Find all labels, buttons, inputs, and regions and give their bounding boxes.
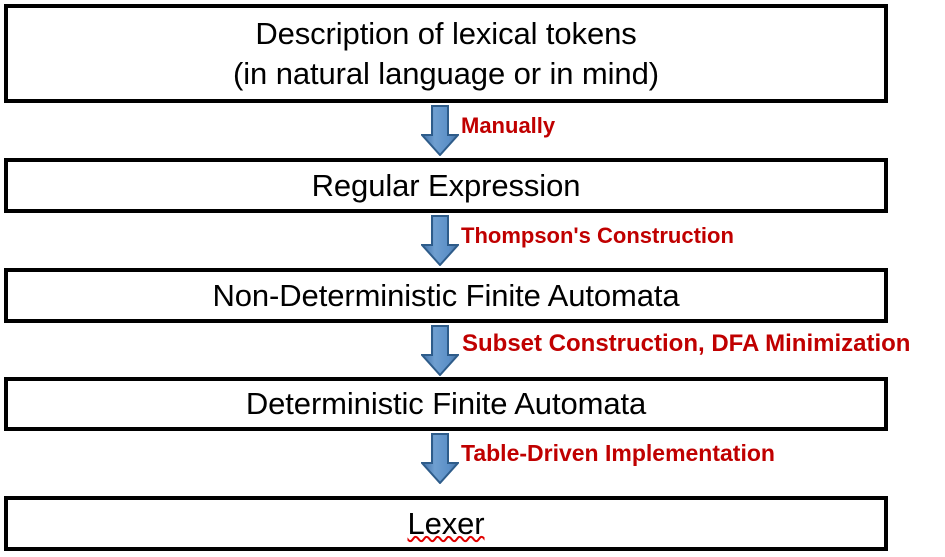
transition-label: Subset Construction, DFA Minimization [462,330,911,357]
stage-label: Lexer [407,505,485,541]
stage-label: Description of lexical tokens (in natura… [233,15,659,91]
stage-box-regular-expression: Regular Expression [4,158,888,213]
transition-thompsons-construction: Thompson's Construction [0,213,945,268]
transition-label: Manually [461,113,556,138]
transition-table-driven-implementation: Table-Driven Implementation [0,431,945,486]
transition-label: Thompson's Construction [461,223,734,248]
stage-box-lexer: Lexer [4,496,888,551]
stage-box-deterministic-finite-automata: Deterministic Finite Automata [4,377,888,431]
stage-label: Deterministic Finite Automata [245,386,647,422]
stage-label: Non-Deterministic Finite Automata [212,277,680,313]
stage-label: Regular Expression [311,167,581,203]
down-arrow-icon [421,105,459,156]
transition-subset-construction-dfa-minimization: Subset Construction, DFA Minimization [0,323,945,378]
transition-manually: Manually [0,103,945,158]
stage-box-non-deterministic-finite-automata: Non-Deterministic Finite Automata [4,268,888,323]
transition-label: Table-Driven Implementation [461,440,775,466]
down-arrow-icon [421,325,459,376]
stage-box-description-of-lexical-tokens: Description of lexical tokens (in natura… [4,4,888,103]
down-arrow-icon [421,433,459,484]
down-arrow-icon [421,215,459,266]
